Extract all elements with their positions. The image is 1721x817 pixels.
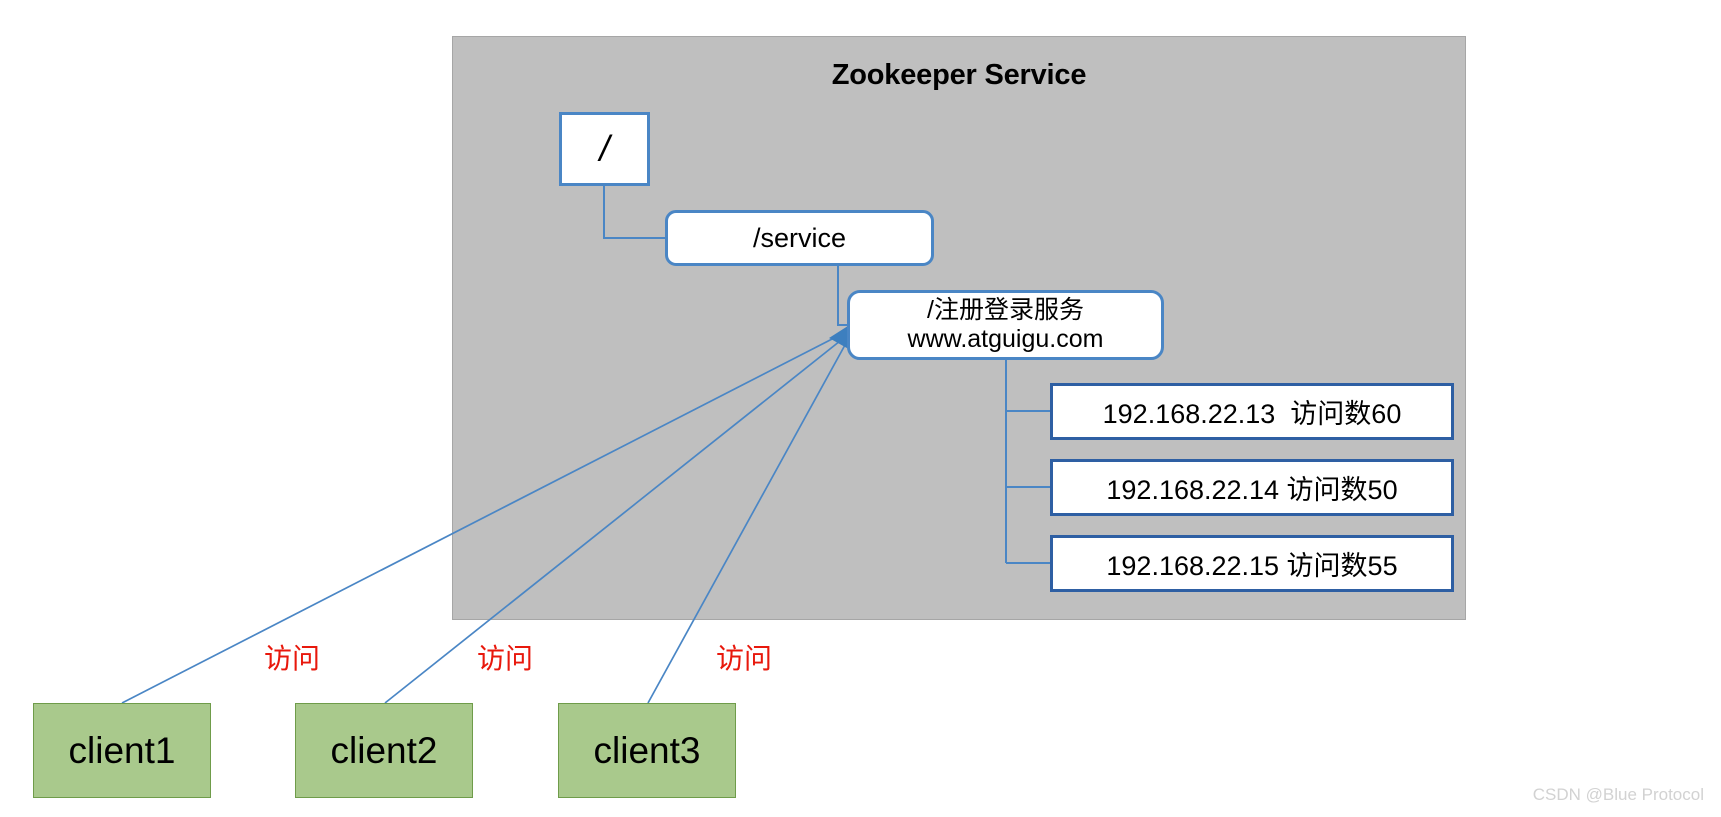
access-label: 访问 xyxy=(264,643,321,674)
watermark: CSDN @Blue Protocol xyxy=(1532,785,1704,804)
znode-service[interactable]: /service xyxy=(665,210,934,266)
znode-login-service-url: www.atguigu.com xyxy=(907,325,1104,353)
access-label: 访问 xyxy=(477,643,534,674)
server-instance-label: 192.168.22.14 访问数50 xyxy=(1106,475,1398,505)
server-instance-label: 192.168.22.13 访问数60 xyxy=(1102,399,1402,429)
client-node-label: client1 xyxy=(68,729,176,771)
client-node-label: client3 xyxy=(593,729,701,771)
znode-service-label: /service xyxy=(752,222,847,253)
server-instance-row[interactable]: 192.168.22.13 访问数60 xyxy=(1050,383,1454,440)
client-node[interactable]: client1 xyxy=(33,703,211,798)
znode-root[interactable]: / xyxy=(559,112,650,186)
server-instance-label: 192.168.22.15 访问数55 xyxy=(1106,551,1398,581)
znode-login-service-label: /注册登录服务 xyxy=(927,295,1084,324)
access-label: 访问 xyxy=(716,643,773,674)
server-instance-row[interactable]: 192.168.22.15 访问数55 xyxy=(1050,535,1454,592)
client-node-label: client2 xyxy=(330,729,438,771)
znode-root-label: / xyxy=(599,128,610,169)
client-node[interactable]: client2 xyxy=(295,703,473,798)
zookeeper-service-title: Zookeeper Service xyxy=(831,59,1087,91)
server-instance-row[interactable]: 192.168.22.14 访问数50 xyxy=(1050,459,1454,516)
znode-login-service[interactable]: /注册登录服务 www.atguigu.com xyxy=(847,290,1164,360)
client-node[interactable]: client3 xyxy=(558,703,736,798)
